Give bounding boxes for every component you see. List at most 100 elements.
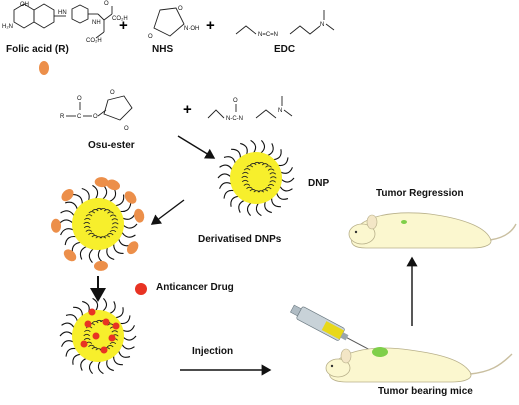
core-chain xyxy=(249,163,257,166)
svg-text:O: O xyxy=(178,6,183,12)
folate-ligand xyxy=(63,249,77,262)
svg-text:NH: NH xyxy=(92,20,101,26)
core-chain xyxy=(95,319,103,323)
polymer-arm xyxy=(65,314,79,324)
dnp-nanoparticle xyxy=(217,139,295,217)
core-chain xyxy=(91,235,99,238)
drug-molecule xyxy=(112,322,120,330)
urea-byproduct-structure: N-C-N O N xyxy=(207,96,293,122)
nanoparticle-core xyxy=(72,198,124,250)
core-chain xyxy=(84,217,91,221)
svg-text:N-C-N: N-C-N xyxy=(226,116,243,122)
core-chain xyxy=(106,345,114,348)
edc-structure: N=C=N N xyxy=(235,10,335,38)
folate-ligand xyxy=(106,179,120,191)
polymer-arm xyxy=(121,223,138,229)
anticancer-drug-legend-icon xyxy=(135,283,147,295)
polymer-arm xyxy=(217,173,233,179)
polymer-arm xyxy=(120,342,135,350)
nanoparticle-core xyxy=(230,152,282,204)
polymer-arm xyxy=(238,199,247,213)
derivatised-dnp-nanoparticle xyxy=(51,177,145,271)
core-chain xyxy=(83,333,90,337)
core-chain xyxy=(264,187,272,190)
osu-ester-structure: R C O O O O xyxy=(60,90,133,132)
core-chain xyxy=(91,347,99,350)
core-chain xyxy=(257,161,265,165)
core-chain xyxy=(253,161,261,165)
polymer-arm xyxy=(65,201,79,212)
nhs-structure: O O N·OH xyxy=(148,6,199,40)
core-chain xyxy=(83,221,90,225)
svg-text:N·OH: N·OH xyxy=(184,26,199,32)
polymer-arm xyxy=(120,230,136,238)
core-chain xyxy=(109,214,117,217)
svg-text:H₂N: H₂N xyxy=(2,24,13,30)
anticancer-drug-label: Anticancer Drug xyxy=(156,282,234,293)
folate-ligand xyxy=(61,188,74,202)
drug-molecule xyxy=(84,320,92,328)
polymer-arm xyxy=(121,335,137,341)
core-chain xyxy=(269,172,277,175)
drug-molecule xyxy=(108,334,116,342)
folate-ligand xyxy=(124,191,137,204)
core-chain xyxy=(85,229,93,232)
polymer-arm xyxy=(88,247,95,263)
svg-text:CO₂H: CO₂H xyxy=(86,38,102,44)
core-chain xyxy=(106,233,114,236)
drug-molecule xyxy=(80,340,88,348)
polymer-arm xyxy=(107,301,116,315)
osu-ester-label: Osu-ester xyxy=(88,140,135,151)
core-chain xyxy=(109,230,117,233)
edc-label: EDC xyxy=(274,44,296,55)
polymer-arm xyxy=(278,184,293,192)
core-chain xyxy=(242,171,249,175)
polymer-arm xyxy=(279,177,295,183)
svg-text:O: O xyxy=(124,126,129,132)
polymer-arm xyxy=(61,322,76,330)
polymer-arm xyxy=(101,298,107,313)
core-chain xyxy=(253,190,261,193)
folic-acid-structure: OH H₂N HN NH CO₂H CO₂H O xyxy=(2,1,128,44)
core-chain xyxy=(265,165,272,168)
tumor-bearing-mouse xyxy=(325,347,513,383)
polymer-arm xyxy=(92,184,99,201)
polymer-arm xyxy=(79,245,89,260)
polymer-arm xyxy=(247,201,253,216)
folate-ligand xyxy=(134,208,145,223)
drug-loaded-dnp-nanoparticle xyxy=(59,297,137,375)
core-chain xyxy=(107,211,114,214)
polymer-arm xyxy=(89,359,95,374)
core-chain xyxy=(95,207,103,211)
polymer-arm xyxy=(223,156,237,166)
core-chain xyxy=(111,330,119,333)
core-chain xyxy=(83,337,91,341)
svg-text:O: O xyxy=(104,1,109,7)
core-chain xyxy=(103,209,111,212)
polymer-arm xyxy=(59,331,75,337)
core-chain xyxy=(88,232,95,235)
svg-text:OH: OH xyxy=(20,2,29,8)
core-chain xyxy=(241,179,249,183)
core-chain xyxy=(84,329,91,333)
tumor-regression-mouse xyxy=(348,212,517,249)
svg-text:O: O xyxy=(110,90,115,96)
core-chain xyxy=(95,236,103,239)
core-chain xyxy=(261,163,269,166)
tumor-regression-label: Tumor Regression xyxy=(376,188,464,199)
core-chain xyxy=(91,209,99,212)
core-chain xyxy=(88,344,95,347)
core-chain xyxy=(109,342,117,345)
plus-sign-3: + xyxy=(183,101,192,118)
folate-ligand xyxy=(94,177,109,188)
svg-text:CO₂H: CO₂H xyxy=(112,16,128,22)
drug-molecule xyxy=(102,318,110,326)
core-chain xyxy=(111,218,119,221)
tumor-mark xyxy=(372,347,388,357)
folate-ligand-legend-icon xyxy=(39,61,49,75)
core-chain xyxy=(269,180,276,183)
core-chain xyxy=(88,211,96,214)
polymer-arm xyxy=(58,219,75,225)
core-chain xyxy=(267,184,275,187)
